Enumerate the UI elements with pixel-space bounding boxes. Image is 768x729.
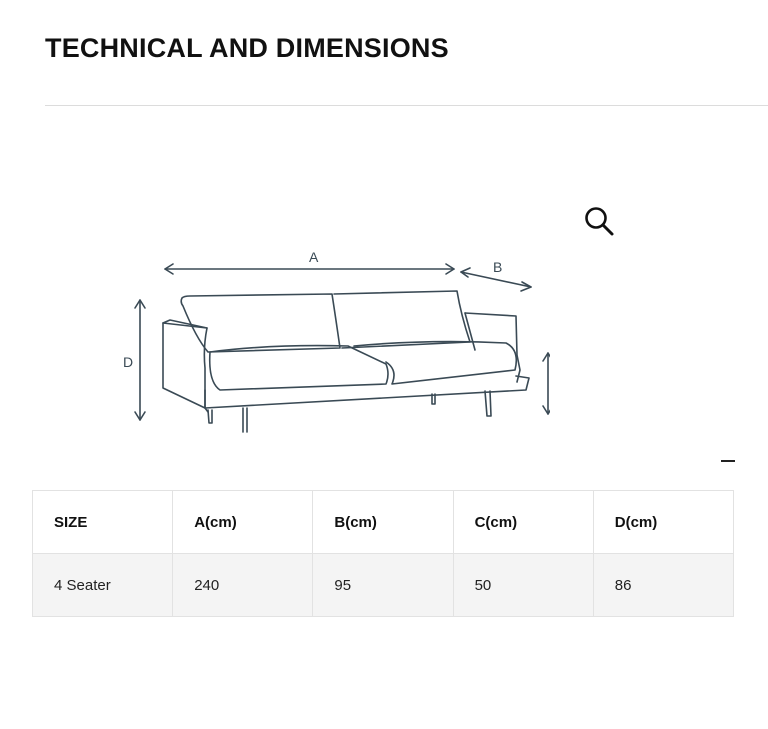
column-header-b: B(cm) bbox=[312, 490, 454, 554]
cell-a: 240 bbox=[172, 553, 314, 617]
column-header-a: A(cm) bbox=[172, 490, 314, 554]
column-header-d: D(cm) bbox=[592, 490, 735, 554]
magnifier-icon bbox=[585, 207, 614, 236]
cell-c: 50 bbox=[452, 553, 594, 617]
column-header-size: SIZE bbox=[31, 490, 174, 554]
cell-b: 95 bbox=[312, 553, 454, 617]
minus-icon bbox=[721, 460, 735, 462]
zoom-image-button[interactable] bbox=[580, 202, 618, 240]
collapse-toggle-button[interactable] bbox=[716, 452, 740, 470]
section-title: TECHNICAL AND DIMENSIONS bbox=[45, 33, 449, 63]
column-header-c: C(cm) bbox=[452, 490, 594, 554]
dimension-b-label: B bbox=[493, 259, 502, 275]
sofa-drawing: A B C D bbox=[123, 249, 567, 433]
cell-size: 4 Seater bbox=[31, 553, 174, 617]
sofa-outline bbox=[162, 290, 530, 433]
dimension-a-label: A bbox=[309, 249, 319, 265]
dimension-b-arrow bbox=[460, 271, 532, 288]
sofa-dimension-diagram: A B C D bbox=[110, 240, 567, 445]
cell-d: 86 bbox=[592, 553, 735, 617]
table-header-row: SIZE A(cm) B(cm) C(cm) D(cm) bbox=[31, 490, 735, 554]
section-divider bbox=[45, 105, 768, 106]
table-row: 4 Seater 240 95 50 86 bbox=[31, 553, 735, 617]
dimension-d-label: D bbox=[123, 354, 133, 370]
dimensions-table: SIZE A(cm) B(cm) C(cm) D(cm) 4 Seater 24… bbox=[31, 490, 735, 617]
